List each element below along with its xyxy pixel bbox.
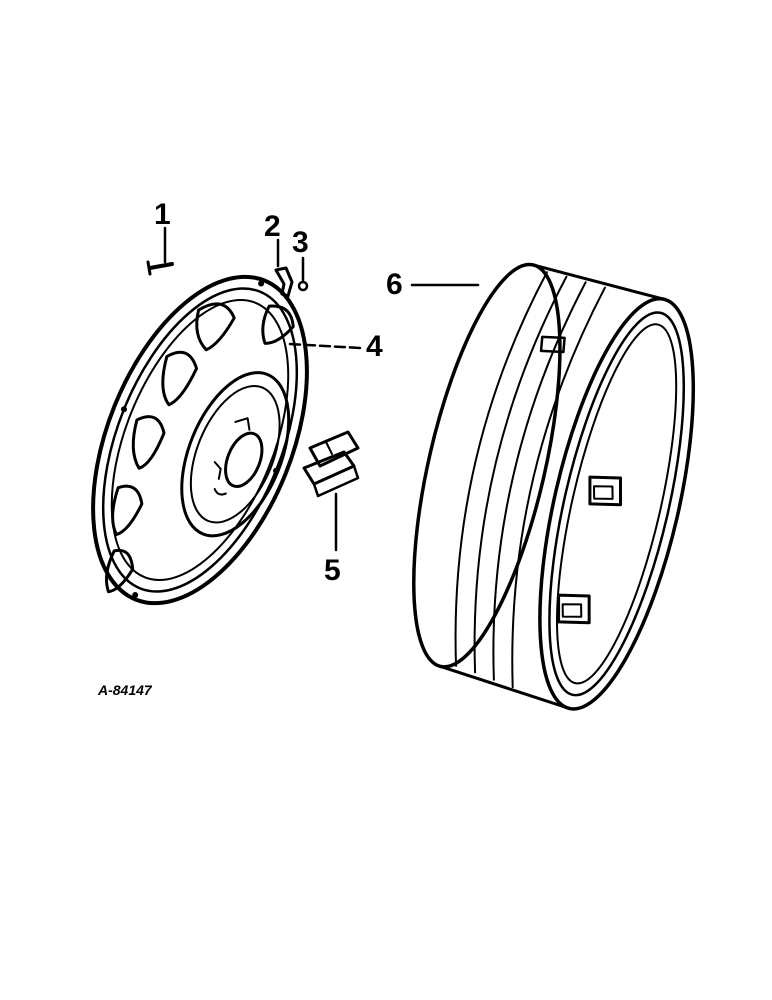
callout-4: 4	[366, 330, 383, 363]
rim	[412, 262, 696, 711]
clamp	[302, 430, 360, 498]
callout-3: 3	[292, 226, 309, 259]
callout-2: 2	[264, 210, 281, 243]
callout-6: 6	[386, 268, 403, 301]
callout-1: 1	[154, 198, 171, 231]
leader-lines	[163, 226, 480, 552]
callout-5: 5	[324, 554, 341, 587]
clip	[274, 266, 294, 298]
nut	[297, 280, 309, 292]
wheel-disc	[91, 274, 309, 606]
bolt	[146, 260, 174, 276]
figure-id-label: A-84147	[98, 682, 152, 698]
